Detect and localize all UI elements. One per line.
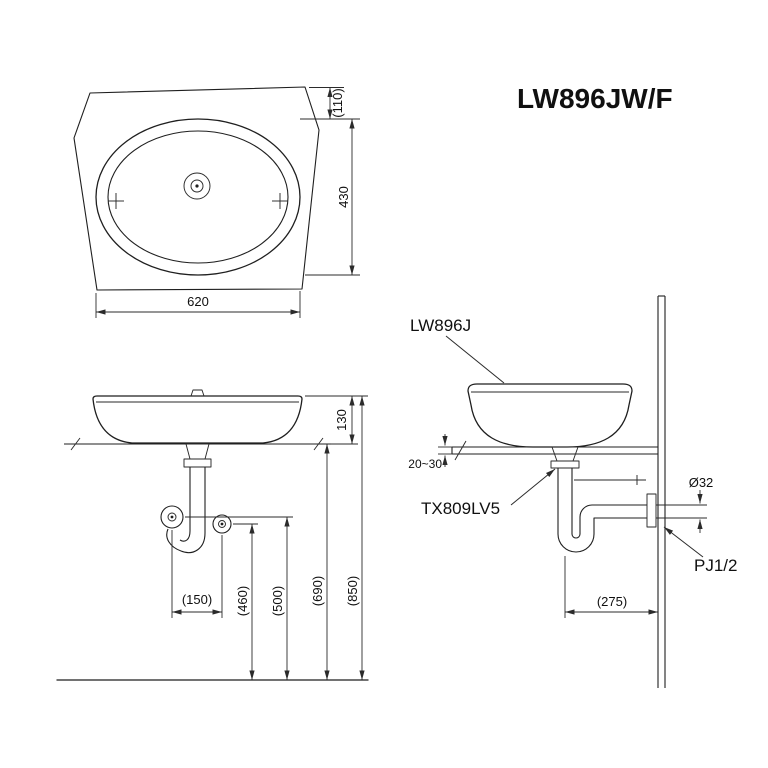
pop-up-rod bbox=[574, 475, 646, 485]
dim-depth-label: 430 bbox=[336, 186, 351, 208]
dim-drain-to-wall-label: (275) bbox=[597, 594, 627, 609]
faucet-hole bbox=[183, 172, 211, 200]
leader-lines bbox=[445, 335, 704, 558]
wall-lines bbox=[657, 295, 666, 688]
leader-drain-model bbox=[510, 468, 556, 506]
basin-outer-rim bbox=[95, 118, 301, 276]
dim-pipe-spacing-label: (150) bbox=[182, 592, 212, 607]
p-trap-inner bbox=[571, 468, 647, 539]
p-trap-outer bbox=[557, 468, 647, 553]
counter-side bbox=[451, 440, 658, 461]
leader-basin-model bbox=[445, 335, 505, 384]
counter-break-marks bbox=[70, 437, 324, 451]
wall-flange bbox=[646, 493, 657, 528]
drain-assembly-front bbox=[160, 443, 232, 554]
dim-outlet-left-height-label: (500) bbox=[270, 586, 285, 616]
wall-pipe-left bbox=[160, 505, 184, 529]
drawing-title: LW896JW/F bbox=[517, 83, 673, 114]
dim-counter-height-label: (690) bbox=[310, 576, 325, 606]
drain-model-label: TX809LV5 bbox=[421, 499, 500, 518]
basin-inner-rim bbox=[107, 130, 289, 264]
basin-top-notch bbox=[190, 389, 205, 397]
side-dimension-lines bbox=[438, 434, 707, 618]
basin-front-outline bbox=[92, 395, 303, 444]
basin-model-label: LW896J bbox=[410, 316, 471, 335]
counter-outline-plan bbox=[73, 86, 320, 291]
dim-counter-thickness-label: 20~30 bbox=[408, 457, 442, 471]
dim-width-label: 620 bbox=[187, 294, 209, 309]
basin-side-outline bbox=[467, 383, 633, 448]
front-view: 130 (850) (690) (460) (500) (150) bbox=[56, 389, 369, 681]
dim-outlet-right-height-label: (460) bbox=[235, 586, 250, 616]
leader-wall-thread bbox=[663, 526, 704, 558]
dim-faucet-offset-label: (110) bbox=[330, 88, 345, 117]
front-dimension-lines bbox=[171, 395, 368, 680]
wall-thread-label: PJ1/2 bbox=[694, 556, 737, 575]
plan-view: (110) 430 620 bbox=[73, 86, 360, 318]
plan-dimension-lines bbox=[95, 87, 360, 318]
dim-pipe-diameter-label: Ø32 bbox=[689, 475, 714, 490]
center-cross-marks bbox=[108, 193, 288, 209]
wall-pipe-right bbox=[212, 514, 232, 534]
side-view: LW896J 20~30 TX809LV5 Ø32 PJ1/2 (275) bbox=[408, 295, 737, 688]
dim-total-height-label: (850) bbox=[345, 576, 360, 606]
dim-basin-height-label: 130 bbox=[334, 409, 349, 431]
drain-assembly-side bbox=[550, 446, 657, 553]
